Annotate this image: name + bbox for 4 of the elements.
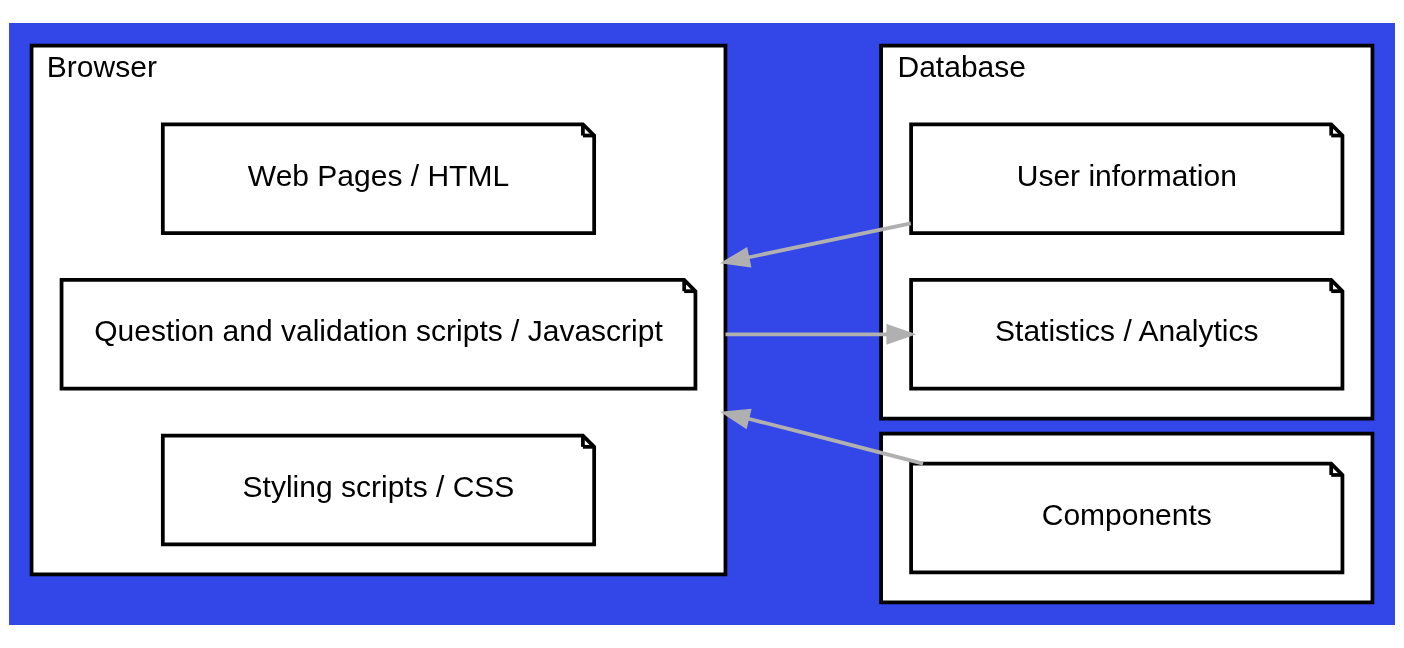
arrow xyxy=(719,221,912,268)
arrow xyxy=(719,408,924,466)
cluster xyxy=(879,431,1375,605)
arrow xyxy=(725,323,917,345)
